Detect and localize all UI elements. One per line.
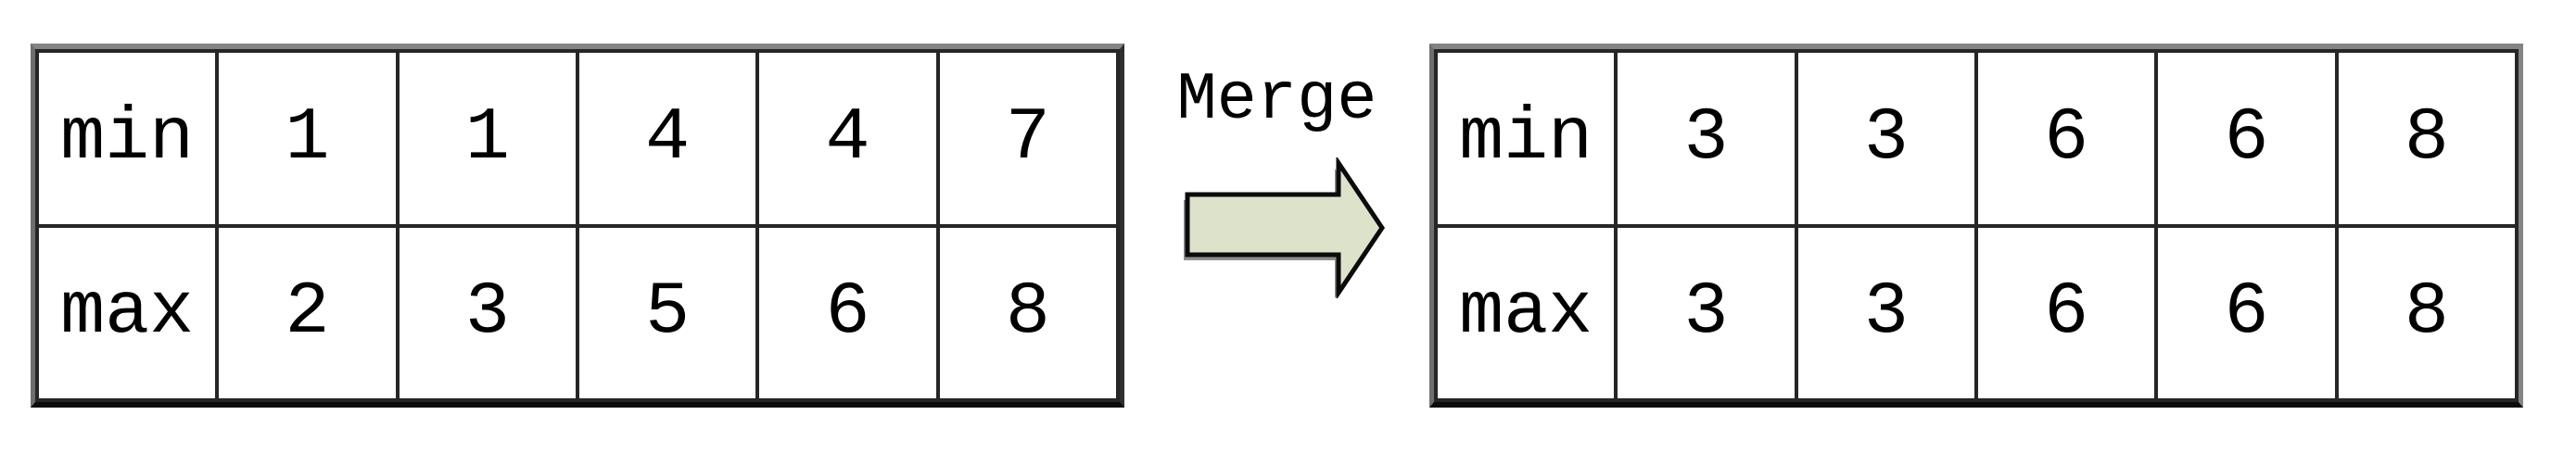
value-cell: 6 xyxy=(1973,223,2159,402)
value-cell: 3 xyxy=(1614,49,1798,228)
value-cell: 3 xyxy=(1614,223,1798,402)
row-label-cell: max xyxy=(34,223,220,402)
right-block-arrow-icon xyxy=(1184,157,1386,298)
row-label-cell: max xyxy=(1433,223,1618,402)
value-cell: 1 xyxy=(395,49,579,228)
value-cell: 8 xyxy=(2334,49,2519,228)
merge-label: Merge xyxy=(1176,62,1377,138)
value-cell: 8 xyxy=(935,223,1121,402)
value-cell: 5 xyxy=(575,223,760,402)
value-cell: 6 xyxy=(2154,49,2339,228)
value-cell: 4 xyxy=(755,49,940,228)
value-cell: 3 xyxy=(1794,223,1978,402)
value-cell: 7 xyxy=(935,49,1121,228)
value-cell: 8 xyxy=(2334,223,2519,402)
value-cell: 6 xyxy=(755,223,940,402)
arrow-body-shape xyxy=(1185,157,1386,298)
value-cell: 3 xyxy=(395,223,579,402)
value-cell: 4 xyxy=(575,49,760,228)
value-cell: 6 xyxy=(1973,49,2159,228)
value-cell: 6 xyxy=(2154,223,2339,402)
value-cell: 3 xyxy=(1794,49,1978,228)
row-label-cell: min xyxy=(1433,49,1618,228)
value-cell: 1 xyxy=(215,49,400,228)
row-label-cell: min xyxy=(34,49,220,228)
merge-indicator: Merge xyxy=(1124,0,1429,465)
value-cell: 2 xyxy=(215,223,400,402)
